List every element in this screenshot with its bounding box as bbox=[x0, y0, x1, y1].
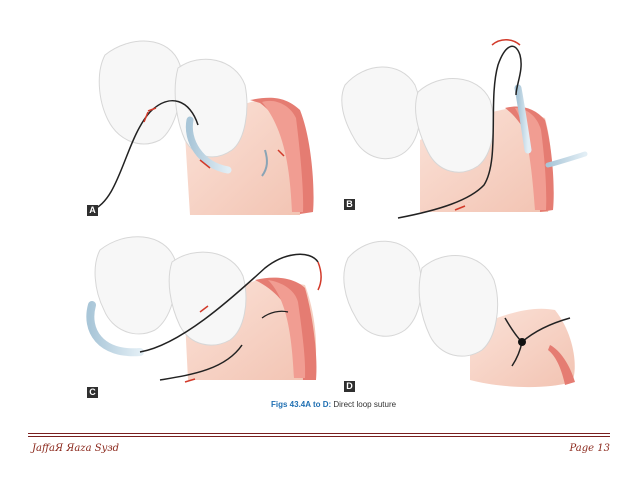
footer-page-number: Page 13 bbox=[569, 443, 610, 454]
footer-author: JaffaЯ Яaza Syзd bbox=[32, 443, 120, 454]
suture-illustration bbox=[86, 39, 588, 388]
panel-label-a: A bbox=[87, 205, 98, 216]
panel-c-drawing bbox=[86, 236, 322, 383]
panel-a-drawing bbox=[91, 40, 314, 215]
footer-rule-bottom bbox=[28, 436, 610, 437]
figure-caption-text: Direct loop suture bbox=[331, 400, 397, 409]
suture-figure: A B C D Figs 43.4A to D: Direct loop sut… bbox=[86, 39, 588, 409]
panel-label-d: D bbox=[344, 381, 355, 392]
panel-label-b: B bbox=[344, 199, 355, 210]
figure-caption-number: Figs 43.4A to D: bbox=[271, 400, 332, 409]
panel-label-c: C bbox=[87, 387, 98, 398]
panel-d-drawing bbox=[343, 240, 575, 388]
footer-rule-top bbox=[28, 433, 610, 434]
figure-caption: Figs 43.4A to D: Direct loop suture bbox=[271, 400, 396, 409]
panel-b-drawing bbox=[341, 39, 588, 219]
